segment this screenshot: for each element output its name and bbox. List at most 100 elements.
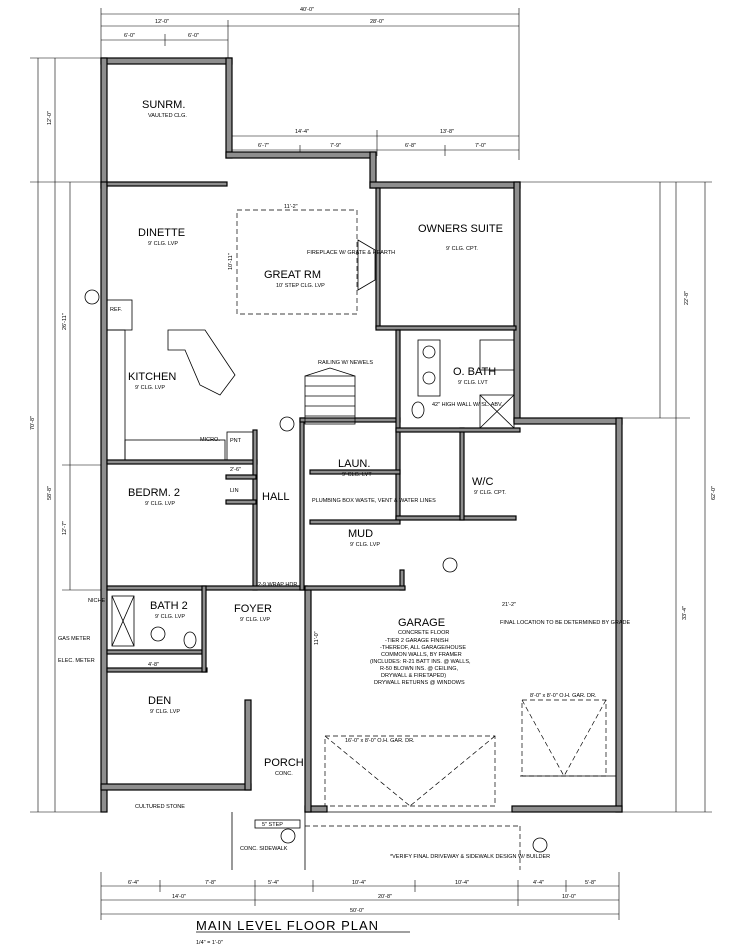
garage-note-line: DRYWALL & FIRETAPED) [381, 673, 446, 679]
garage-note-line: -THEREOF, ALL GARAGE/HOUSE [380, 645, 466, 651]
room-great-room: GREAT RM [264, 269, 321, 281]
fireplace [357, 239, 376, 291]
dim-left-b: 58'-8" [47, 486, 53, 500]
note-wic: 9' CLG. CPT. [474, 490, 506, 496]
note-elec-meter: ELEC. METER [58, 658, 95, 664]
note-great-room: 10' STEP CLG. LVP [276, 283, 325, 289]
bath-fixtures [111, 339, 515, 649]
note-owners-suite: 9' CLG. CPT. [446, 246, 478, 252]
note-bath2: 9' CLG. LVP [155, 614, 185, 620]
note-foyer: 9' CLG. LVP [240, 617, 270, 623]
dim-top-overall: 40'-0" [300, 7, 314, 13]
room-garage: GARAGE [398, 617, 445, 629]
dim-bottom-b: 7'-8" [205, 880, 216, 886]
dim-bottom-right: 10'-0" [562, 894, 576, 900]
dim-hall-w: 2'-6" [230, 467, 241, 473]
note-gas-meter: GAS METER [58, 636, 90, 642]
note-garage-door-big: 16'-0" x 8'-0" O.H. GAR. DR. [345, 738, 415, 744]
dim-row3-b: 7'-9" [330, 143, 341, 149]
note-dinette: 9' CLG. LVP [148, 241, 178, 247]
dim-bottom-mid: 20'-8" [378, 894, 392, 900]
note-final-location: FINAL LOCATION TO BE DETERMINED BY GRADE [500, 620, 631, 626]
dim-bottom-e: 10'-4" [455, 880, 469, 886]
dim-bottom-d: 10'-4" [352, 880, 366, 886]
dim-great-rm-w: 11'-2" [284, 204, 298, 210]
note-lin: LIN [230, 488, 239, 494]
room-owners-suite: OWNERS SUITE [418, 223, 503, 235]
right-dimension-lines [519, 181, 712, 813]
dim-bottom-g: 5'-8" [585, 880, 596, 886]
room-sunroom: SUNRM. [142, 99, 185, 111]
dim-bottom-c: 5'-4" [268, 880, 279, 886]
dim-garage-width: 21'-2" [502, 602, 516, 608]
dim-top-left-a: 6'-0" [124, 33, 135, 39]
room-hall: HALL [262, 491, 290, 503]
note-wrap-hdr: 2-9 WRAP HDR [258, 582, 297, 588]
room-owners-bath: O. BATH [453, 366, 496, 378]
dim-top-left: 12'-0" [155, 19, 169, 25]
note-owners-bath: 9' CLG. LVT [458, 380, 488, 386]
kitchen-cabinets [106, 299, 254, 461]
note-pantry: PNT [230, 438, 242, 444]
dim-row2-a: 14'-4" [295, 129, 309, 135]
note-cultured-stone: CULTURED STONE [135, 804, 185, 810]
room-porch: PORCH [264, 757, 304, 769]
garage-note-line: DRYWALL RETURNS @ WINDOWS [374, 680, 465, 686]
note-garage: CONCRETE FLOOR [398, 630, 449, 636]
note-laundry: 9' CLG. LVT [342, 472, 372, 478]
room-dinette: DINETTE [138, 227, 185, 239]
note-high-wall: 42" HIGH WALL W/ SL. ABV. [432, 402, 503, 408]
dim-row3-c: 6'-8" [405, 143, 416, 149]
note-fridge: REF. [110, 307, 122, 313]
section-markers [84, 289, 548, 853]
dim-row2-b: 13'-8" [440, 129, 454, 135]
note-fireplace: FIREPLACE W/ GRATE & HEARTH [307, 250, 395, 256]
room-wic: W/C [472, 476, 493, 488]
dim-left-c: 26'-11" [62, 313, 68, 330]
note-porch: CONC. [275, 771, 293, 777]
dim-garage-depth: 11'-0" [314, 631, 320, 645]
interior-walls [106, 181, 521, 673]
dim-row3-a: 6'-7" [258, 143, 269, 149]
note-den: 9' CLG. LVP [150, 709, 180, 715]
exterior-walls [100, 57, 623, 813]
note-kitchen: 9' CLG. LVP [135, 385, 165, 391]
note-niche: NICHE [88, 598, 105, 604]
garage-note-line: (INCLUDES: R-21 BATT INS. @ WALLS, [370, 659, 471, 665]
room-foyer: FOYER [234, 603, 272, 615]
note-conc-sidewalk: CONC. SIDEWALK [240, 846, 288, 852]
plan-title: MAIN LEVEL FLOOR PLAN [196, 918, 379, 933]
sidewalk [231, 812, 521, 870]
dim-den-w: 4'-8" [148, 662, 159, 668]
garage-note-line: COMMON WALLS, BY FRAMER [381, 652, 462, 658]
garage-note-line: -TIER 2 GARAGE FINISH [385, 638, 449, 644]
note-railing: RAILING W/ NEWELS [318, 360, 373, 366]
dim-row3-d: 7'-0" [475, 143, 486, 149]
note-mud: 9' CLG. LVP [350, 542, 380, 548]
great-room-step-ceiling [236, 209, 358, 315]
garage-note-line: R-50 BLOWN INS. @ CEILING, [380, 666, 458, 672]
note-sunroom: VAULTED CLG. [148, 113, 187, 119]
note-micro: MICRO. [200, 437, 220, 443]
dim-left-a: 12'-0" [47, 111, 53, 125]
room-mud: MUD [348, 528, 373, 540]
room-den: DEN [148, 695, 171, 707]
garage-doors [320, 699, 616, 813]
dim-top-left-b: 6'-0" [188, 33, 199, 39]
dim-great-rm-d: 10'-11" [228, 253, 234, 270]
stairs [304, 367, 356, 425]
note-plumbing: PLUMBING BOX WASTE, VENT & WATER LINES [312, 498, 436, 504]
room-kitchen: KITCHEN [128, 371, 176, 383]
dim-right-b: 62'-0" [711, 486, 717, 500]
dim-bottom-a: 6'-4" [128, 880, 139, 886]
plan-scale: 1/4" = 1'-0" [196, 940, 223, 946]
dim-right-c: 33'-4" [682, 606, 688, 620]
dim-bottom-left: 14'-0" [172, 894, 186, 900]
note-garage-door-small: 8'-0" x 8'-0" O.H. GAR. DR. [530, 693, 597, 699]
dim-right-a: 22'-8" [684, 291, 690, 305]
top-dimension-lines [100, 8, 520, 160]
garage-notes: -TIER 2 GARAGE FINISH -THEREOF, ALL GARA… [370, 638, 471, 686]
note-driveway: *VERIFY FINAL DRIVEWAY & SIDEWALK DESIGN… [390, 854, 550, 860]
dim-bottom-f: 4'-4" [533, 880, 544, 886]
